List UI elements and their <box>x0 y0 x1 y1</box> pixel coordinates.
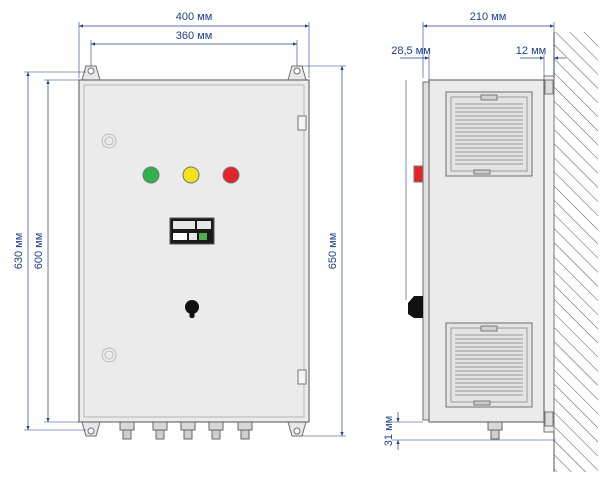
dim-side-wall-gap-label: 12 мм <box>516 45 546 57</box>
front-cabinet-body <box>78 79 310 423</box>
dim-front-total-height: 630 мм <box>13 71 86 431</box>
cable-gland-2 <box>152 421 168 440</box>
side-cable-gland <box>487 421 503 440</box>
side-red-lamp-icon <box>413 165 424 183</box>
wall-bracket-tab-bottom <box>544 411 554 427</box>
wall-bracket-tab-top <box>544 79 554 95</box>
dim-front-mount-width-label: 360 мм <box>176 30 213 42</box>
dim-front-width-label: 400 мм <box>176 11 213 23</box>
dim-side-door-offset-label: 28,5 мм <box>391 45 431 57</box>
ventilation-grille-icon <box>445 91 533 177</box>
mount-hole-top-left <box>87 67 95 75</box>
front-cabinet-door <box>83 84 305 418</box>
red-lamp-icon <box>222 166 240 184</box>
side-view: 210 мм 28,5 мм 12 мм 31 мм <box>383 11 598 472</box>
dim-side-depth-label: 210 мм <box>470 11 507 23</box>
green-lamp-icon <box>142 166 160 184</box>
dim-front-body-height-label: 600 мм <box>33 233 45 270</box>
controller-display-icon <box>169 217 215 245</box>
dim-front-body-height: 600 мм <box>33 79 79 423</box>
lock-top-icon <box>297 115 307 131</box>
dim-front-width: 400 мм <box>78 11 310 78</box>
cable-gland-4 <box>208 421 224 440</box>
mount-hole-bottom-right <box>293 427 301 435</box>
front-view: 400 мм 360 мм 630 мм 600 мм 650 <box>13 11 346 440</box>
dim-side-gland-height-label: 31 мм <box>383 416 395 446</box>
cable-gland-5 <box>237 421 253 440</box>
mount-hole-top-right <box>293 67 301 75</box>
cable-gland-1 <box>119 421 135 440</box>
wall-hatch <box>554 32 598 472</box>
hinge-bottom-icon <box>101 347 117 363</box>
dim-side-wall-gap: 12 мм <box>516 45 566 76</box>
hinge-top-icon <box>101 133 117 149</box>
lock-bottom-icon <box>297 369 307 385</box>
ventilation-grille-bottom-icon <box>445 322 533 408</box>
dim-front-total-height-label: 630 мм <box>13 233 25 270</box>
dim-front-mount-height: 650 мм <box>302 65 346 437</box>
side-handle-icon <box>408 296 423 318</box>
rotary-switch-icon <box>185 300 199 318</box>
front-cable-glands <box>119 421 253 440</box>
dim-side-door-offset: 28,5 мм <box>391 45 431 80</box>
dim-front-mount-width: 360 мм <box>90 30 298 66</box>
side-door-edge <box>422 81 430 421</box>
wall-bracket <box>543 75 555 433</box>
dim-side-gland-height: 31 мм <box>383 412 556 450</box>
yellow-lamp-icon <box>182 166 200 184</box>
dim-side-depth: 210 мм <box>422 11 555 78</box>
cable-gland-3 <box>180 421 196 440</box>
dim-front-mount-height-label: 650 мм <box>327 233 339 270</box>
mount-hole-bottom-left <box>87 427 95 435</box>
